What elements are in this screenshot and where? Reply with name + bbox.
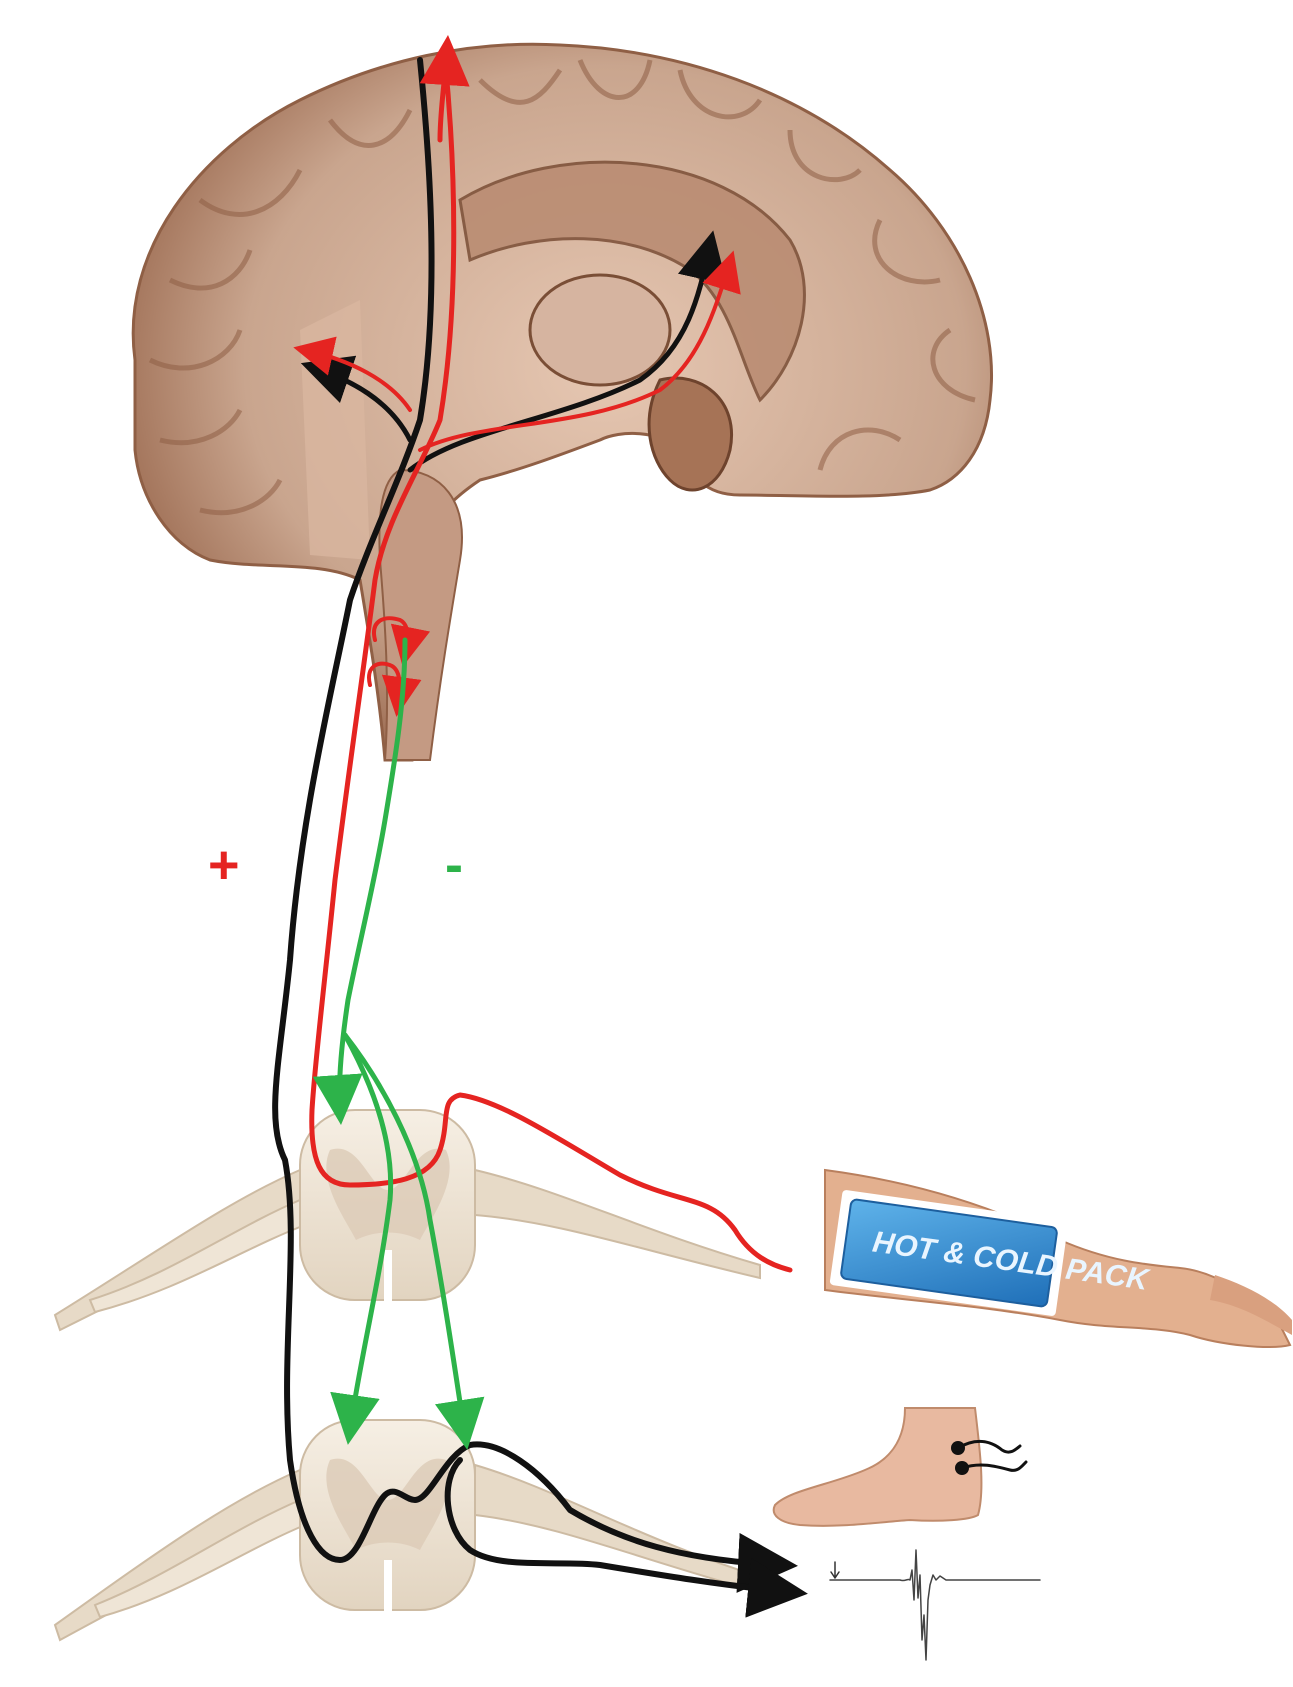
lower-cord-nerve-left [55, 1470, 305, 1640]
upper-cord-nerve-left-2 [90, 1200, 305, 1312]
brain-outline [133, 44, 991, 760]
foot-skin [774, 1408, 982, 1526]
thalamus [530, 275, 670, 385]
stimulus-marker-icon [831, 1562, 839, 1578]
forearm-with-cold-pack: HOT & COLD PACK [825, 1170, 1292, 1347]
emg-response-trace [830, 1550, 1040, 1660]
lower-spinal-cord-section [55, 1420, 770, 1640]
lower-cord-nerve-left-2 [95, 1500, 305, 1617]
cut-face [300, 300, 370, 560]
foot-with-electrodes [774, 1408, 1026, 1526]
lower-cord-nerve-right [475, 1465, 770, 1595]
brainstem [379, 470, 462, 760]
upper-cord-fissure [384, 1250, 392, 1302]
emg-waveform [830, 1550, 1040, 1660]
brain-illustration [133, 44, 991, 760]
upper-cord-nerve-right [475, 1170, 760, 1278]
excitatory-plus-label: + [208, 838, 240, 892]
inhibitory-minus-label: - [445, 838, 463, 892]
lower-cord-fissure [384, 1560, 392, 1612]
